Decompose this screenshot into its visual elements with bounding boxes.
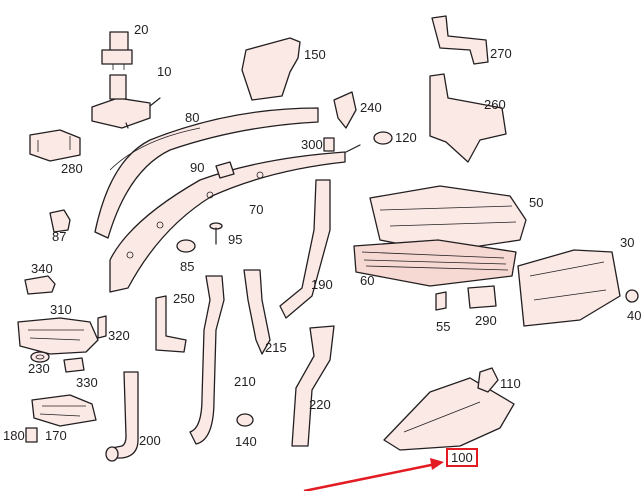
label-90: 90 xyxy=(190,160,205,175)
part-40-drawing xyxy=(625,289,639,303)
part-70-drawing xyxy=(109,151,346,293)
part-60-drawing xyxy=(353,239,517,287)
label-60: 60 xyxy=(360,273,375,288)
label-140: 140 xyxy=(235,434,257,449)
part-85-drawing xyxy=(176,239,196,253)
label-290: 290 xyxy=(475,313,497,328)
label-100-highlighted[interactable]: 100 xyxy=(446,448,478,467)
part-95-drawing xyxy=(209,222,223,245)
part-100-drawing xyxy=(383,377,515,451)
part-20-drawing xyxy=(101,31,133,70)
callout-arrow xyxy=(303,458,444,491)
part-230-drawing xyxy=(30,351,50,363)
label-250: 250 xyxy=(173,291,195,306)
label-95: 95 xyxy=(228,232,243,247)
label-320: 320 xyxy=(108,328,130,343)
part-180-drawing xyxy=(25,427,38,443)
label-170: 170 xyxy=(45,428,67,443)
label-70: 70 xyxy=(249,202,264,217)
label-220: 220 xyxy=(309,397,331,412)
part-210-drawing xyxy=(189,275,225,445)
part-50-drawing xyxy=(369,185,527,253)
part-140-drawing xyxy=(236,413,254,427)
label-50: 50 xyxy=(529,195,544,210)
part-55-drawing xyxy=(435,291,447,311)
part-90-drawing xyxy=(215,161,235,179)
part-30-drawing xyxy=(517,249,621,327)
part-170-drawing xyxy=(31,394,97,427)
label-330: 330 xyxy=(76,375,98,390)
part-80-drawing xyxy=(94,107,319,239)
part-10-drawing xyxy=(91,74,161,129)
part-220-drawing xyxy=(291,325,335,447)
part-280-drawing xyxy=(29,129,81,162)
label-280: 280 xyxy=(61,161,83,176)
part-87-drawing xyxy=(49,209,71,233)
label-260: 260 xyxy=(484,97,506,112)
label-230: 230 xyxy=(28,361,50,376)
part-240-drawing xyxy=(333,91,357,129)
label-200: 200 xyxy=(139,433,161,448)
label-190: 190 xyxy=(311,277,333,292)
label-180: 180 xyxy=(3,428,25,443)
part-200-drawing xyxy=(105,371,139,462)
part-310-drawing xyxy=(17,315,107,355)
label-215: 215 xyxy=(265,340,287,355)
label-270: 270 xyxy=(490,46,512,61)
label-80: 80 xyxy=(185,110,200,125)
label-300: 300 xyxy=(301,137,323,152)
label-55: 55 xyxy=(436,319,451,334)
label-240: 240 xyxy=(360,100,382,115)
part-110-drawing xyxy=(477,367,499,393)
part-270-drawing xyxy=(431,15,489,65)
label-40: 40 xyxy=(627,308,642,323)
part-215-drawing xyxy=(243,269,271,355)
label-30: 30 xyxy=(620,235,635,250)
part-190-drawing xyxy=(279,179,331,319)
part-120-drawing xyxy=(345,131,393,153)
label-10: 10 xyxy=(157,64,172,79)
part-260-drawing xyxy=(429,73,507,163)
label-20: 20 xyxy=(134,22,149,37)
label-310: 310 xyxy=(50,302,72,317)
label-210: 210 xyxy=(234,374,256,389)
part-330-drawing xyxy=(63,357,85,373)
part-150-drawing xyxy=(241,37,301,101)
part-340-drawing xyxy=(24,275,56,295)
part-290-drawing xyxy=(467,285,497,309)
part-250-drawing xyxy=(155,295,187,353)
label-150: 150 xyxy=(304,47,326,62)
label-110: 110 xyxy=(500,376,521,391)
label-87: 87 xyxy=(52,229,67,244)
label-340: 340 xyxy=(31,261,53,276)
part-300-drawing xyxy=(323,137,335,152)
label-120: 120 xyxy=(395,130,417,145)
label-85: 85 xyxy=(180,259,195,274)
